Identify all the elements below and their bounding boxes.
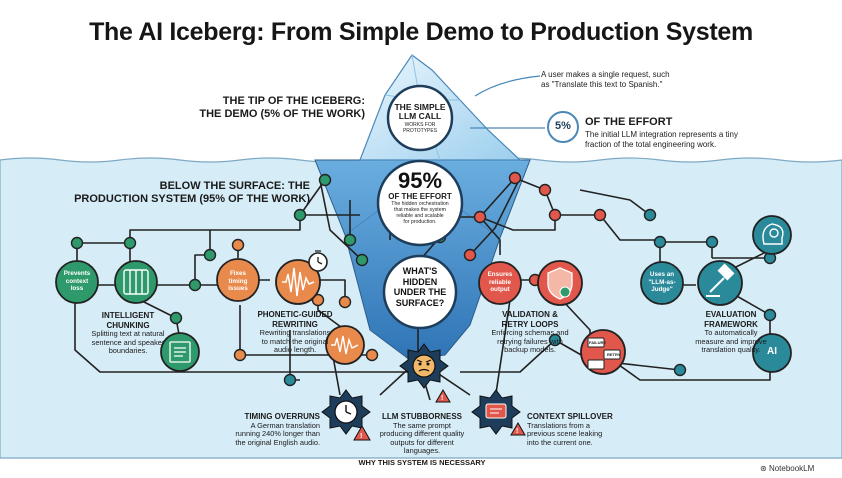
failure-timing-title: TIMING OVERRUNS [244,412,320,421]
hidden-question-node [382,254,458,330]
document-icon [169,341,191,363]
five-percent-desc: The initial LLM integration represents a… [585,130,738,149]
angry-face-icon [412,354,436,378]
evaluation-title: EVALUATION FRAMEWORK [704,310,758,329]
ninety-five-heading: OF THE EFFORT [388,192,452,201]
ai-brain-icon [762,223,784,245]
phonetic-desc: Rewriting translations to match the orig… [259,328,331,355]
waveform-icon [282,267,315,297]
retry-label: RETRY [607,352,621,357]
ninety-five-value: 95% [397,168,443,193]
validation-tag: Ensures reliable output [487,271,513,293]
failure-timing-desc: A German translation running 240% longer… [235,420,320,447]
simple-llm-sub: WORKS FOR PROTOTYPES [402,122,438,134]
retry-flow-icon [587,337,621,370]
gear-failure-2 [399,343,449,389]
chunking-tag-node [55,260,99,304]
validation-title: VALIDATION & RETRY LOOPS [501,310,559,329]
failure-stubborn-title: LLM STUBBORNESS [382,412,462,421]
five-percent-badge [547,111,579,143]
ai-thumbs-up-icon: AI [767,346,777,357]
chunking-title: INTELLIGENT CHUNKING [101,311,155,330]
gear-failure-3 [471,389,521,435]
simple-llm-node [386,84,454,152]
failure-label: FAILURE [589,340,607,345]
tip-heading: THE TIP OF THE ICEBERG: THE DEMO (5% OF … [199,95,365,120]
effort-95-node [376,159,464,247]
footer-caption: WHY THIS SYSTEM IS NECESSARY [358,458,486,467]
five-percent-value: 5% [555,120,571,132]
chunking-desc: Splitting text at natural sentence and s… [91,329,165,356]
failure-spill-title: CONTEXT SPILLOVER [527,412,613,421]
evaluation-tag: Uses an "LLM-as- Judge" [648,271,676,293]
evaluation-desc: To automatically measure and improve tra… [695,328,767,355]
brand-icon: ⊛ [760,464,769,473]
warning-icon [353,389,526,441]
svg-text:!: ! [516,428,518,435]
phonetic-title: PHONETIC-GUIDED REWRITING [257,310,333,329]
gavel-icon [706,263,735,297]
page-title: The AI Iceberg: From Simple Demo to Prod… [89,18,753,46]
svg-text:!: ! [441,395,443,402]
chat-bubble-icon [485,403,507,419]
validation-desc: Enforcing schemas and retrying failures … [491,328,569,355]
phonetic-tag: Fixes timing issues [228,270,248,292]
failure-spill-desc: Translations from a previous scene leaki… [527,420,603,447]
failure-stubborn-desc: The same prompt producing different qual… [379,420,465,456]
chunking-grid-icon [123,269,149,295]
tip-callout: A user makes a single request, such as "… [541,70,670,89]
simple-llm-title: THE SIMPLE LLM CALL [394,102,446,121]
gear-failure-1 [321,389,371,435]
five-percent-heading: OF THE EFFORT [585,116,673,128]
surface-heading: BELOW THE SURFACE: THE PRODUCTION SYSTEM… [74,180,310,205]
svg-text:!: ! [360,433,362,440]
hidden-question: WHAT'S HIDDEN UNDER THE SURFACE? [393,266,447,308]
ninety-five-desc: The hidden orchestration that makes the … [391,201,449,225]
chunking-tag: Prevents context loss [63,270,91,292]
brand-label: ⊛ NotebookLM [760,464,815,473]
